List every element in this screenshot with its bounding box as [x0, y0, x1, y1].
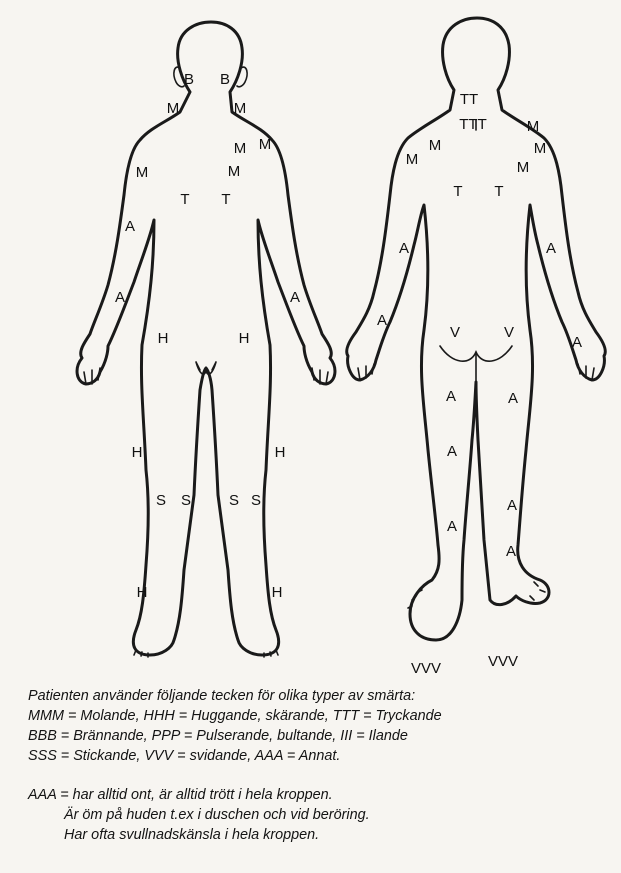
front-mark-T-left: T — [180, 191, 189, 208]
front-mark-M-shoulder-right-b: M — [259, 136, 272, 153]
front-mark-M-shoulder-left: M — [136, 164, 149, 181]
legend-note-1: AAA = har alltid ont, är alltid trött i … — [28, 785, 608, 805]
back-body-figure — [347, 18, 606, 640]
back-mark-T-left: T — [453, 183, 462, 200]
back-mark-V-left: V — [450, 324, 460, 341]
front-body-figure — [77, 22, 335, 657]
body-pain-diagram: B B M M M M M M T T A A A H H H H S S S … — [0, 0, 621, 680]
front-mark-H-shin-left: H — [137, 584, 148, 601]
back-body-outline — [347, 18, 606, 640]
front-mark-B-left: B — [184, 71, 194, 88]
back-mark-TT: TT — [460, 91, 478, 108]
back-mark-A-arm-left-lower: A — [377, 312, 387, 329]
back-mark-A-calf-right-lower: A — [506, 543, 516, 560]
front-mark-A-arm-left-upper: A — [125, 218, 135, 235]
front-mark-A-arm-right: A — [290, 289, 300, 306]
front-mark-H-thigh-right: H — [275, 444, 286, 461]
legend-line-3: SSS = Stickande, VVV = svidande, AAA = A… — [28, 746, 608, 766]
front-mark-S-knee-3: S — [229, 492, 239, 509]
back-left-fingers — [358, 364, 374, 380]
front-mark-M-shoulder-right-a: M — [234, 140, 247, 157]
back-mark-M-shoulder-right-a: M — [527, 118, 540, 135]
front-mark-S-knee-2: S — [181, 492, 191, 509]
front-mark-M-neck-right: M — [234, 100, 247, 117]
front-mark-H-hip-right: H — [239, 330, 250, 347]
back-mark-V-right: V — [504, 324, 514, 341]
legend-intro: Patienten använder följande tecken för o… — [28, 686, 608, 706]
back-mark-VVV-left: VVV — [411, 660, 441, 677]
front-mark-S-knee-1: S — [156, 492, 166, 509]
front-mark-H-hip-left: H — [158, 330, 169, 347]
back-mark-A-arm-right-lower: A — [572, 334, 582, 351]
legend-line-1: MMM = Molande, HHH = Huggande, skärande,… — [28, 706, 608, 726]
front-mark-M-neck-left: M — [167, 100, 180, 117]
back-mark-M-shoulder-right-c: M — [517, 159, 530, 176]
back-pain-marks: TT TTT M M M M M T T A A A A V V A A A A… — [377, 91, 582, 677]
legend-note-2: Är öm på huden t.ex i duschen och vid be… — [28, 805, 608, 825]
back-mark-M-shoulder-right-b: M — [534, 140, 547, 157]
back-mark-M-shoulder-left-a: M — [406, 151, 419, 168]
back-right-fingers — [578, 364, 594, 380]
back-right-toes — [530, 582, 545, 600]
front-mark-H-shin-right: H — [272, 584, 283, 601]
back-mark-A-calf-left: A — [447, 518, 457, 535]
back-mark-T-right: T — [494, 183, 503, 200]
back-mark-A-calf-right-upper: A — [507, 497, 517, 514]
front-groin-detail — [196, 362, 216, 374]
legend-note-3: Har ofta svullnadskänsla i hela kroppen. — [28, 825, 608, 845]
back-mark-A-thigh-left: A — [446, 388, 456, 405]
front-mark-A-arm-left-lower: A — [115, 289, 125, 306]
pain-symbol-legend: Patienten använder följande tecken för o… — [28, 686, 608, 845]
front-mark-M-shoulder-right-c: M — [228, 163, 241, 180]
front-mark-T-right: T — [221, 191, 230, 208]
back-mark-A-arm-left-upper: A — [399, 240, 409, 257]
front-body-outline — [77, 22, 335, 655]
legend-line-2: BBB = Brännande, PPP = Pulserande, bulta… — [28, 726, 608, 746]
back-mark-M-shoulder-left-b: M — [429, 137, 442, 154]
back-mark-TTT: TTT — [459, 116, 487, 133]
back-mark-A-knee-left: A — [447, 443, 457, 460]
back-mark-VVV-right: VVV — [488, 653, 518, 670]
front-mark-S-knee-4: S — [251, 492, 261, 509]
back-mark-A-arm-right-upper: A — [546, 240, 556, 257]
front-mark-H-thigh-left: H — [132, 444, 143, 461]
back-mark-A-thigh-right: A — [508, 390, 518, 407]
front-mark-B-right: B — [220, 71, 230, 88]
